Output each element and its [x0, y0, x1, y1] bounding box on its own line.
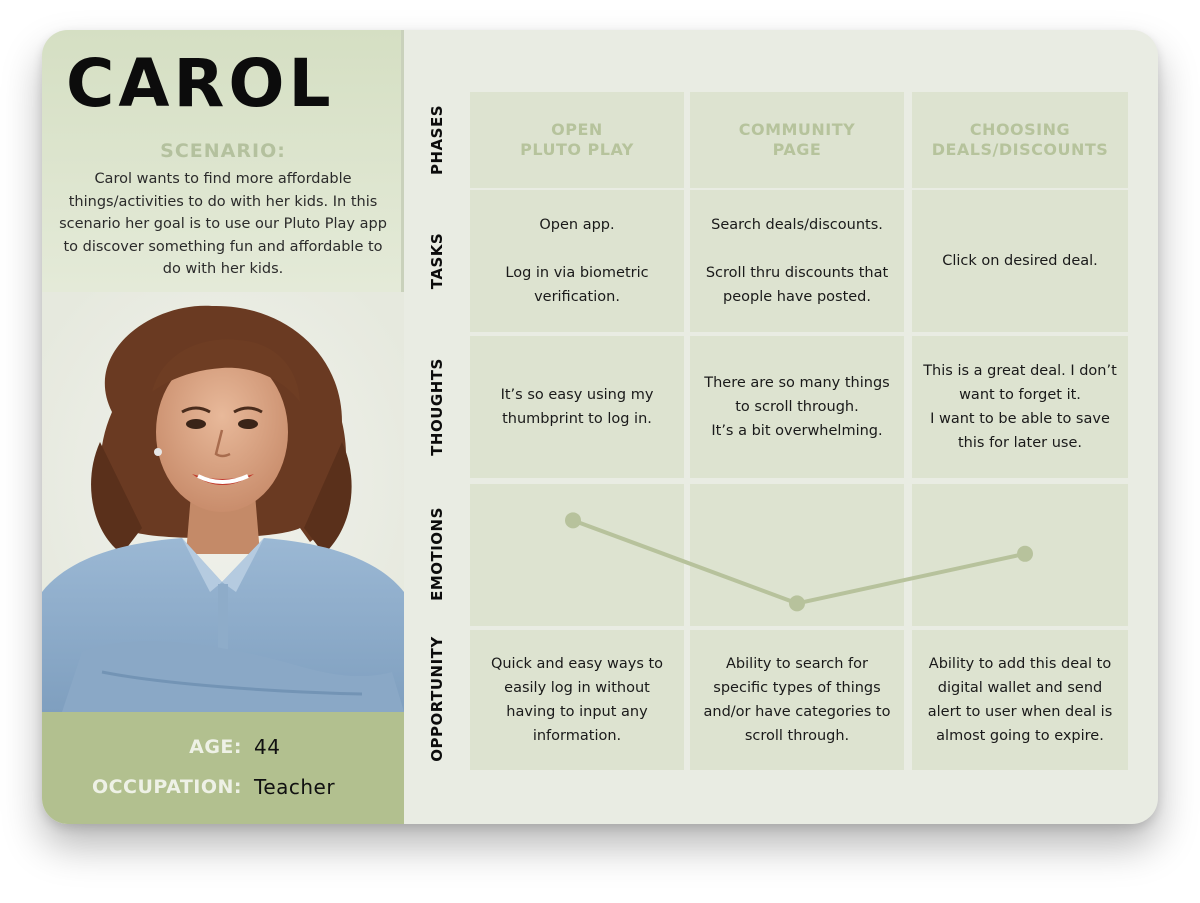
row-label-phases-text: PHASES [428, 104, 447, 176]
age-row: AGE: 44 [42, 735, 404, 766]
row-label-thoughts-text: THOUGHTS [428, 358, 446, 456]
persona-stats: AGE: 44 OCCUPATION: Teacher [42, 712, 404, 824]
occupation-value: Teacher [254, 775, 336, 799]
emotion-point [789, 595, 805, 612]
opportunity-cell: Ability to search for specific types of … [690, 630, 904, 770]
occupation-row: OCCUPATION: Teacher [42, 775, 404, 806]
persona-panel: CAROL SCENARIO: Carol wants to find more… [42, 30, 404, 824]
task-cell: Click on desired deal. [912, 190, 1128, 332]
scenario-title: SCENARIO: [160, 140, 286, 162]
task-text: Open app. Log in via biometric verificat… [505, 217, 649, 305]
phase-cell: OPEN PLUTO PLAY [470, 92, 684, 188]
thought-cell: This is a great deal. I don’t want to fo… [912, 336, 1128, 478]
emotion-point [1017, 545, 1033, 562]
age-value: 44 [254, 735, 281, 759]
thought-text: This is a great deal. I don’t want to fo… [923, 363, 1117, 451]
row-label-emotions-text: EMOTIONS [428, 507, 447, 601]
journey-map-card: CAROL SCENARIO: Carol wants to find more… [42, 30, 1158, 824]
phase-label: OPEN PLUTO PLAY [520, 120, 634, 159]
phase-label: COMMUNITY PAGE [738, 120, 856, 159]
row-label-emotions: EMOTIONS [422, 482, 452, 626]
thought-text: There are so many things to scroll throu… [704, 375, 890, 439]
task-cell: Search deals/discounts. Scroll thru disc… [690, 190, 904, 332]
emotion-cell [470, 484, 684, 626]
task-text: Click on desired deal. [942, 253, 1098, 269]
thought-text: It’s so easy using my thumbprint to log … [500, 387, 654, 427]
thought-cell: There are so many things to scroll throu… [690, 336, 904, 478]
age-label: AGE: [189, 736, 242, 758]
opportunity-text: Ability to add this deal to digital wall… [927, 656, 1113, 744]
thought-cell: It’s so easy using my thumbprint to log … [470, 336, 684, 478]
opportunity-cell: Ability to add this deal to digital wall… [912, 630, 1128, 770]
phase-label: CHOOSING DEALS/DISCOUNTS [931, 120, 1109, 159]
row-label-phases: PHASES [422, 92, 452, 188]
phase-cell: CHOOSING DEALS/DISCOUNTS [912, 92, 1128, 188]
opportunity-text: Ability to search for specific types of … [703, 656, 891, 744]
task-text: Search deals/discounts. Scroll thru disc… [705, 217, 889, 305]
row-label-tasks-text: TASKS [428, 232, 446, 290]
row-label-opportunity: OPPORTUNITY [422, 628, 452, 770]
row-label-thoughts: THOUGHTS [422, 336, 452, 478]
persona-photo [42, 292, 404, 712]
opportunity-cell: Quick and easy ways to easily log in wit… [470, 630, 684, 770]
emotion-point [565, 512, 581, 529]
opportunity-text: Quick and easy ways to easily log in wit… [490, 656, 664, 744]
emotion-curve [565, 512, 1033, 612]
persona-name: CAROL [66, 45, 335, 122]
phase-cell: COMMUNITY PAGE [690, 92, 904, 188]
task-cell: Open app. Log in via biometric verificat… [470, 190, 684, 332]
row-label-opportunity-text: OPPORTUNITY [428, 636, 447, 762]
emotion-line [572, 518, 1026, 606]
scenario-text: Carol wants to find more affordable thin… [59, 171, 387, 277]
occupation-label: OCCUPATION: [91, 776, 242, 798]
row-label-tasks: TASKS [422, 190, 452, 332]
